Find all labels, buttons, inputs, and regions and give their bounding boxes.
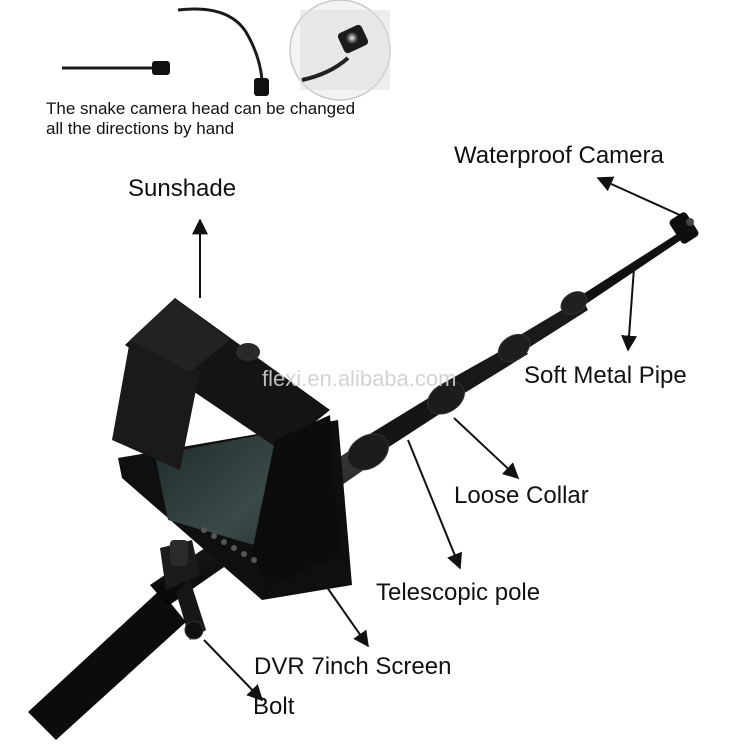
waterproof-camera [669,212,699,244]
label-dvr-screen: DVR 7inch Screen [254,653,452,680]
monitor-buttons [201,527,257,563]
annotation-arrows [192,176,683,702]
arrow-waterproof-camera [596,176,683,217]
arrow-dvr-screen [307,559,369,648]
snake-camera-bent [177,7,269,96]
arrow-soft-metal-pipe [621,267,638,352]
dvr-monitor [112,298,352,600]
label-bolt: Bolt [253,693,295,720]
label-loose-collar: Loose Collar [454,482,589,509]
snake-caption-line2: all the directions by hand [46,119,235,138]
snake-camera-closeup [289,0,391,101]
loose-collar [347,291,588,471]
label-waterproof-camera: Waterproof Camera [454,142,664,169]
label-telescopic-pole: Telescopic pole [376,579,541,606]
arrow-telescopic-pole [407,439,462,570]
sunshade-left [112,340,200,470]
arrow-loose-collar [453,417,520,480]
snake-caption: The snake camera head can be changed all… [46,99,355,139]
mount-bolt [160,540,206,640]
snake-caption-line1: The snake camera head can be changed [46,99,356,118]
snake-camera-straight [62,61,170,75]
sunshade-right [252,415,340,588]
label-soft-metal-pipe: Soft Metal Pipe [524,362,687,389]
label-sunshade: Sunshade [128,175,237,202]
arrow-bolt [203,639,264,702]
watermark: flexi.en.alibaba.com [262,366,457,391]
